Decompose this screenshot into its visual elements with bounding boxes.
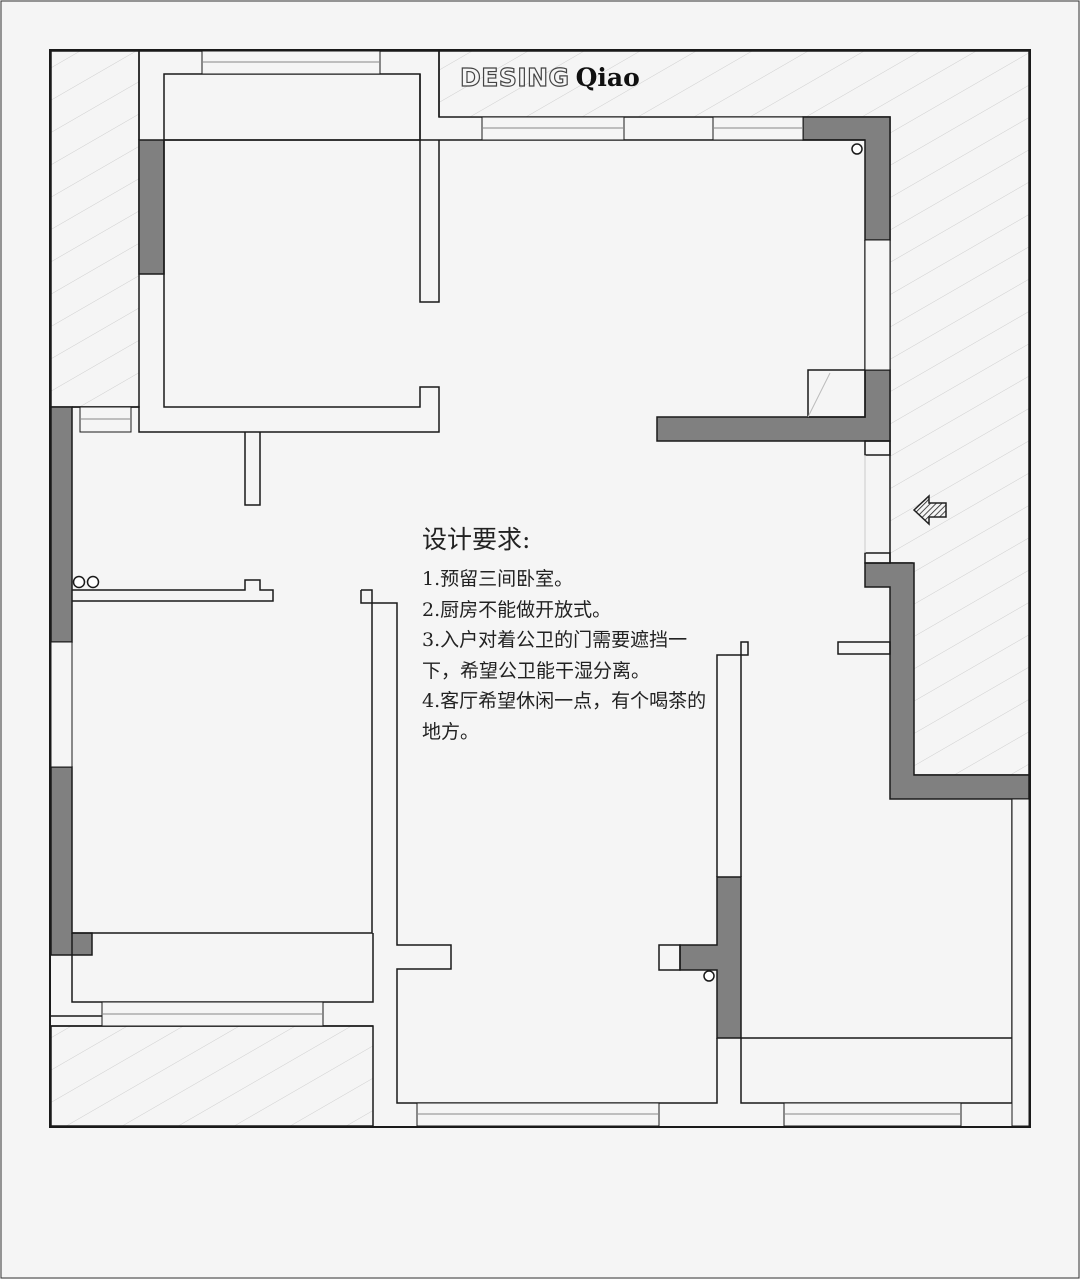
window-right-column [1011,798,1030,1127]
bedroom-2-top [72,579,274,602]
design-requirements: 设计要求: 1.预留三间卧室。 2.厨房不能做开放式。 3.入户对着公卫的门需要… [422,520,712,747]
closet-diagonal [807,372,831,418]
wall-gray-3 [656,369,891,442]
pipe-4 [703,970,715,982]
bedroom-2-sill [71,933,374,1003]
requirement-item-3: 3.入户对着公卫的门需要遮挡一下，希望公卫能干湿分离。 [422,629,688,682]
window-right-mid [864,239,891,371]
window-left-mid [50,641,73,768]
pipes [72,143,863,982]
requirements-title: 设计要求: [422,525,531,554]
bedroom-1-wardrobe [163,73,421,141]
pipe-1 [851,143,863,155]
entry-door-jamb-top [864,440,891,456]
requirements-list: 1.预留三间卧室。 2.厨房不能做开放式。 3.入户对着公卫的门需要遮挡一下，希… [422,564,712,747]
wall-gray-1 [138,139,165,275]
requirement-item-1: 1.预留三间卧室。 [422,568,574,590]
wall-gray-7 [679,876,742,1039]
bedroom-2-right [72,589,373,934]
wall-gray-2 [802,116,891,241]
door-block-small [658,944,681,971]
stub-wall [244,432,261,506]
hatch-area-left-top [50,50,140,408]
wall-gray-4 [50,406,73,643]
pipe-3 [86,575,100,589]
entry-door-jamb-bottom [864,552,891,564]
hatch-area-bottom-left [50,1025,374,1127]
requirement-item-2: 2.厨房不能做开放式。 [422,598,612,621]
wall-gray-5 [50,766,93,956]
bath-left-wall [716,641,749,877]
exterior-hatched-areas [50,50,1030,1127]
brand-outline-text: DESING [459,62,570,92]
windows [50,50,1030,1127]
entry-arrow-icon [912,494,947,526]
plan-boundary [49,49,1031,1128]
pipe-2 [72,575,86,589]
corridor-wall-1 [419,74,440,303]
closet-corner [807,369,866,418]
requirement-item-4: 4.客厅希望休闲一点，有个喝茶的地方。 [422,690,707,743]
structural-walls [50,116,1030,1039]
balcony-right-outline [740,799,1013,1104]
bedroom-1-outline [72,140,440,433]
shelf-right [837,641,891,655]
brand-solid-text: Qiao [575,63,640,92]
